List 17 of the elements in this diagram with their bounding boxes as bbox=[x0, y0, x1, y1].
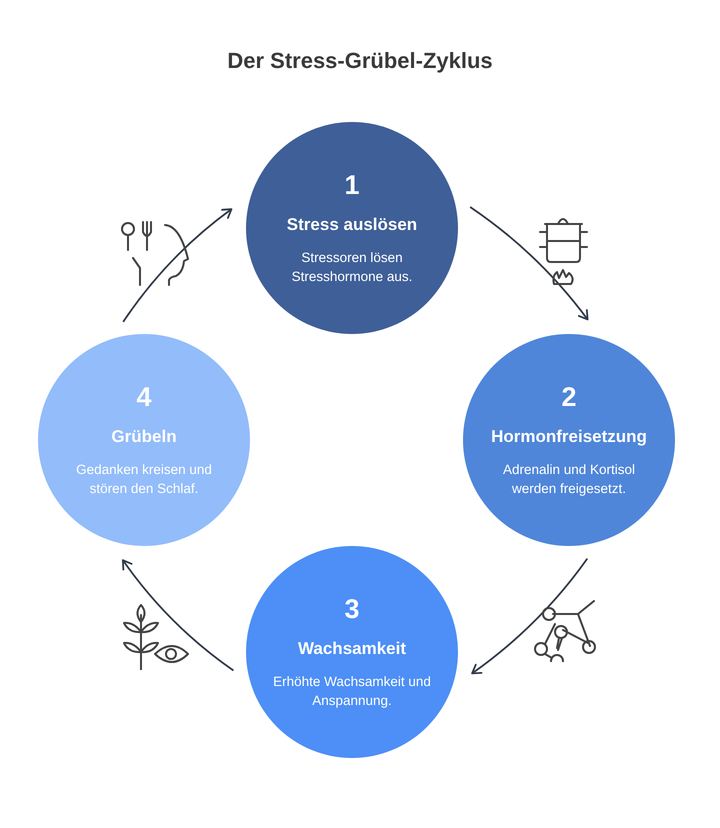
step-description: Stressoren lösen Stresshormone aus. bbox=[290, 249, 414, 286]
step-number: 4 bbox=[136, 382, 152, 414]
step-title: Hormonfreisetzung bbox=[491, 427, 647, 448]
step-title: Stress auslösen bbox=[286, 215, 418, 236]
step-title: Grübeln bbox=[111, 427, 177, 448]
step-description: Erhöhte Wachsamkeit und Anspannung. bbox=[272, 673, 432, 710]
curved-arrow bbox=[122, 559, 234, 672]
step-number: 2 bbox=[561, 382, 577, 414]
curved-arrow bbox=[471, 558, 588, 674]
step-description: Adrenalin und Kortisol werden freigesetzt. bbox=[502, 461, 636, 498]
step-number: 1 bbox=[344, 170, 360, 202]
step-title: Wachsamkeit bbox=[298, 639, 406, 660]
curved-arrow bbox=[122, 208, 232, 322]
curved-arrow bbox=[470, 206, 588, 320]
diagram-title: Der Stress-Grübel-Zyklus bbox=[226, 48, 494, 74]
step-description: Gedanken kreisen und stören den Schlaf. bbox=[75, 461, 213, 498]
step-number: 3 bbox=[344, 594, 360, 626]
